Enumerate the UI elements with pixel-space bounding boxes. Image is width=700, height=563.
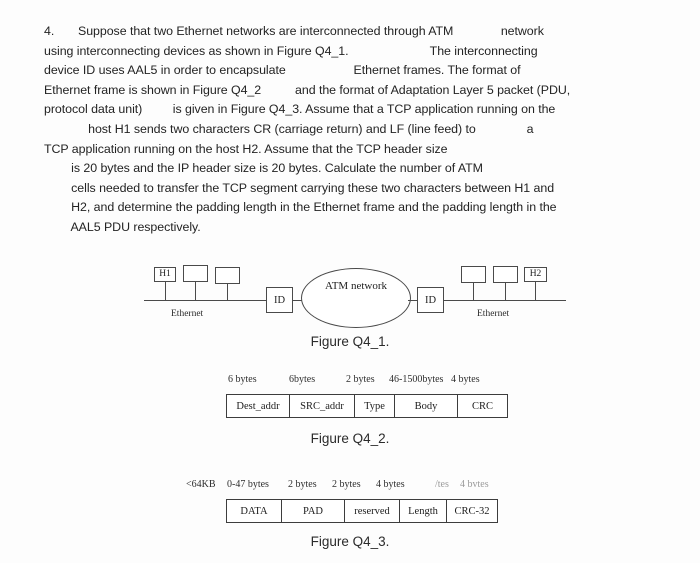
frame-field-body: Body (394, 394, 458, 418)
atm-network-label: ATM network (324, 280, 388, 292)
figure-q4-1-caption: Figure Q4_1. (310, 334, 390, 349)
ethernet-bus-right (444, 300, 566, 301)
pdu-field-data: DATA (226, 499, 282, 523)
figure-q4-3-caption: Figure Q4_3. (310, 534, 390, 549)
size-label-artifact: /tes (435, 479, 449, 490)
table-row: DATA PAD reserved Length CRC-32 (226, 499, 498, 523)
host-stub-right-3 (535, 282, 536, 300)
figure-q4-2-size-labels: 6 bytes 6bytes 2 bytes 46-1500bytes 4 by… (226, 374, 486, 390)
pdu-field-pad: PAD (281, 499, 345, 523)
host-box-left-2 (183, 265, 208, 282)
size-label: 6bytes (289, 374, 316, 385)
question-line: Ethernet frame is shown in Figure Q4_2 a… (44, 82, 571, 97)
host-stub-right-2 (505, 283, 506, 300)
size-label: 2 bytes (288, 479, 317, 490)
pdu-field-length: Length (399, 499, 447, 523)
frame-field-crc: CRC (457, 394, 508, 418)
interconnect-device-right: ID (417, 287, 444, 313)
pdu-field-crc32: CRC-32 (446, 499, 498, 523)
ethernet-label-left: Ethernet (171, 309, 204, 319)
question-line: 4. Suppose that two Ethernet networks ar… (44, 24, 544, 38)
interconnect-device-left: ID (266, 287, 293, 313)
size-label: 6 bytes (228, 374, 257, 385)
host-stub-left-2 (195, 282, 196, 300)
table-row: Dest_addr SRC_addr Type Body CRC (226, 394, 508, 418)
figure-q4-1-diagram: H1 Ethernet ID ATM network ID H2 Etherne… (140, 258, 570, 330)
ethernet-label-right: Ethernet (477, 309, 510, 319)
host-stub-right-1 (473, 283, 474, 300)
figure-q4-2: 6 bytes 6bytes 2 bytes 46-1500bytes 4 by… (226, 374, 508, 418)
frame-field-type: Type (354, 394, 395, 418)
question-line: cells needed to transfer the TCP segment… (44, 180, 555, 195)
question-line: using interconnecting devices as shown i… (44, 43, 538, 58)
figure-q4-3-size-labels: <64KB 0-47 bytes 2 bytes 2 bytes 4 bytes… (186, 479, 489, 495)
host-box-right-2 (493, 266, 518, 283)
size-label: 0-47 bytes (227, 479, 269, 490)
link-cloud-to-right-id (408, 300, 419, 301)
size-label: 4 bytes (451, 374, 480, 385)
figure-q4-2-caption: Figure Q4_2. (310, 431, 390, 446)
question-line: TCP application running on the host H2. … (44, 141, 448, 156)
frame-field-dest-addr: Dest_addr (226, 394, 290, 418)
ethernet-bus-left (144, 300, 268, 301)
host-box-left-3 (215, 267, 240, 284)
pdu-field-reserved: reserved (344, 499, 400, 523)
host-stub-left-1 (165, 282, 166, 300)
question-text-block: 4. Suppose that two Ethernet networks ar… (44, 22, 660, 238)
size-label: 4 bytes (376, 479, 405, 490)
question-line: device ID uses AAL5 in order to encapsul… (44, 63, 521, 78)
size-label: 46-1500bytes (389, 374, 444, 385)
question-line: protocol data unit) is given in Figure Q… (44, 102, 556, 117)
atm-network-cloud: ATM network (301, 268, 411, 328)
question-line: H2, and determine the padding length in … (44, 200, 557, 215)
size-label: <64KB (186, 479, 216, 490)
size-label-artifact: 4 bvtes (460, 479, 489, 490)
question-line: is 20 bytes and the IP header size is 20… (44, 161, 483, 176)
question-line: AAL5 PDU respectively. (44, 219, 201, 234)
question-line: host H1 sends two characters CR (carriag… (44, 121, 534, 136)
ethernet-frame-table: Dest_addr SRC_addr Type Body CRC (226, 394, 508, 418)
link-left-id-to-cloud (293, 300, 306, 301)
aal5-pdu-table: DATA PAD reserved Length CRC-32 (226, 499, 498, 523)
size-label: 2 bytes (346, 374, 375, 385)
frame-field-src-addr: SRC_addr (289, 394, 355, 418)
host-box-h1: H1 (154, 267, 176, 282)
figure-q4-3: <64KB 0-47 bytes 2 bytes 2 bytes 4 bytes… (186, 479, 498, 523)
host-stub-left-3 (227, 284, 228, 300)
host-box-h2: H2 (524, 267, 547, 282)
size-label: 2 bytes (332, 479, 361, 490)
host-box-right-1 (461, 266, 486, 283)
